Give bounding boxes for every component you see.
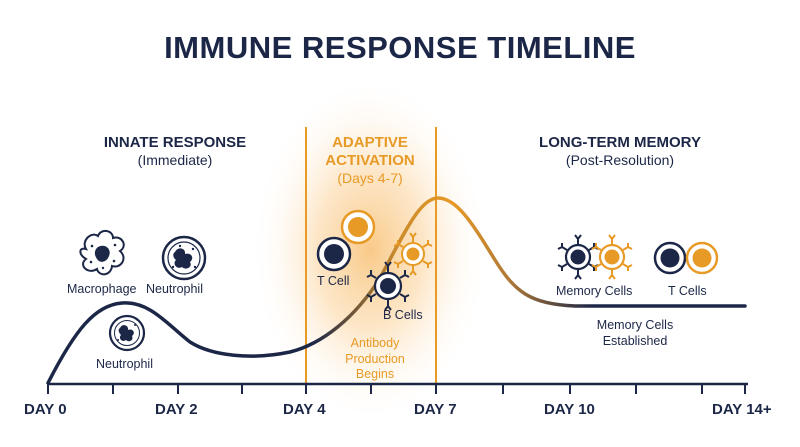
- adaptive-glow: [250, 75, 490, 425]
- t-cell-label: T Cell: [317, 274, 350, 288]
- memory-t-cell-icon: [653, 241, 687, 275]
- macrophage-label: Macrophage: [67, 282, 137, 296]
- response-curve: [46, 196, 747, 385]
- t-cell-icon: [316, 236, 352, 272]
- memory-cells-label: Memory Cells: [556, 284, 633, 298]
- antibody-label-line1: Antibody: [350, 336, 400, 350]
- memory-established-line2: Established: [602, 333, 668, 348]
- tick-label-day-14: DAY 14+: [712, 401, 772, 418]
- activated-b-cell-icon: [393, 232, 433, 276]
- adaptive-activation-header: ADAPTIVE ACTIVATION (Days 4-7): [300, 134, 440, 187]
- neutrophil-bottom-label: Neutrophil: [96, 357, 153, 371]
- innate-response-header: INNATE RESPONSE (Immediate): [75, 134, 275, 169]
- innate-response-title: INNATE RESPONSE: [103, 134, 247, 151]
- axis-ticks: [47, 384, 746, 394]
- antibody-production-label: Antibody Production Begins: [320, 336, 430, 383]
- neutrophil-label: Neutrophil: [146, 282, 203, 296]
- adaptive-activation-title-line2: ACTIVATION: [325, 152, 415, 169]
- activated-cell-icon: [340, 209, 376, 245]
- long-term-memory-subtitle: (Post-Resolution): [565, 152, 675, 168]
- memory-established-line1: Memory Cells: [596, 318, 674, 332]
- tick-label-day-10: DAY 10: [544, 401, 595, 418]
- macrophage-icon: [79, 230, 125, 276]
- memory-t-cell-orange-icon: [685, 241, 719, 275]
- memory-b-cell-icon: [557, 234, 599, 280]
- b-cell-icon: [366, 261, 410, 311]
- b-cells-label: B Cells: [383, 308, 423, 322]
- tick-label-day-2: DAY 2: [155, 401, 198, 418]
- long-term-memory-header: LONG-TERM MEMORY (Post-Resolution): [505, 134, 735, 169]
- long-term-memory-title: LONG-TERM MEMORY: [539, 134, 701, 151]
- antibody-label-line3: Begins: [355, 367, 395, 382]
- tick-label-day-4: DAY 4: [283, 401, 326, 418]
- memory-b-cell-orange-icon: [591, 234, 633, 280]
- innate-response-subtitle: (Immediate): [137, 152, 213, 168]
- tick-label-day-0: DAY 0: [24, 401, 67, 418]
- neutrophil-icon-small: [108, 314, 146, 352]
- tick-label-day-7: DAY 7: [414, 401, 457, 418]
- neutrophil-icon: [161, 235, 207, 281]
- antibody-label-line2: Production: [345, 351, 405, 366]
- t-cells-label: T Cells: [668, 284, 707, 298]
- memory-established-label: Memory Cells Established: [570, 318, 700, 349]
- adaptive-activation-subtitle: (Days 4-7): [337, 170, 403, 186]
- page-title: IMMUNE RESPONSE TIMELINE: [164, 30, 636, 65]
- adaptive-activation-title-line1: ADAPTIVE: [332, 134, 408, 151]
